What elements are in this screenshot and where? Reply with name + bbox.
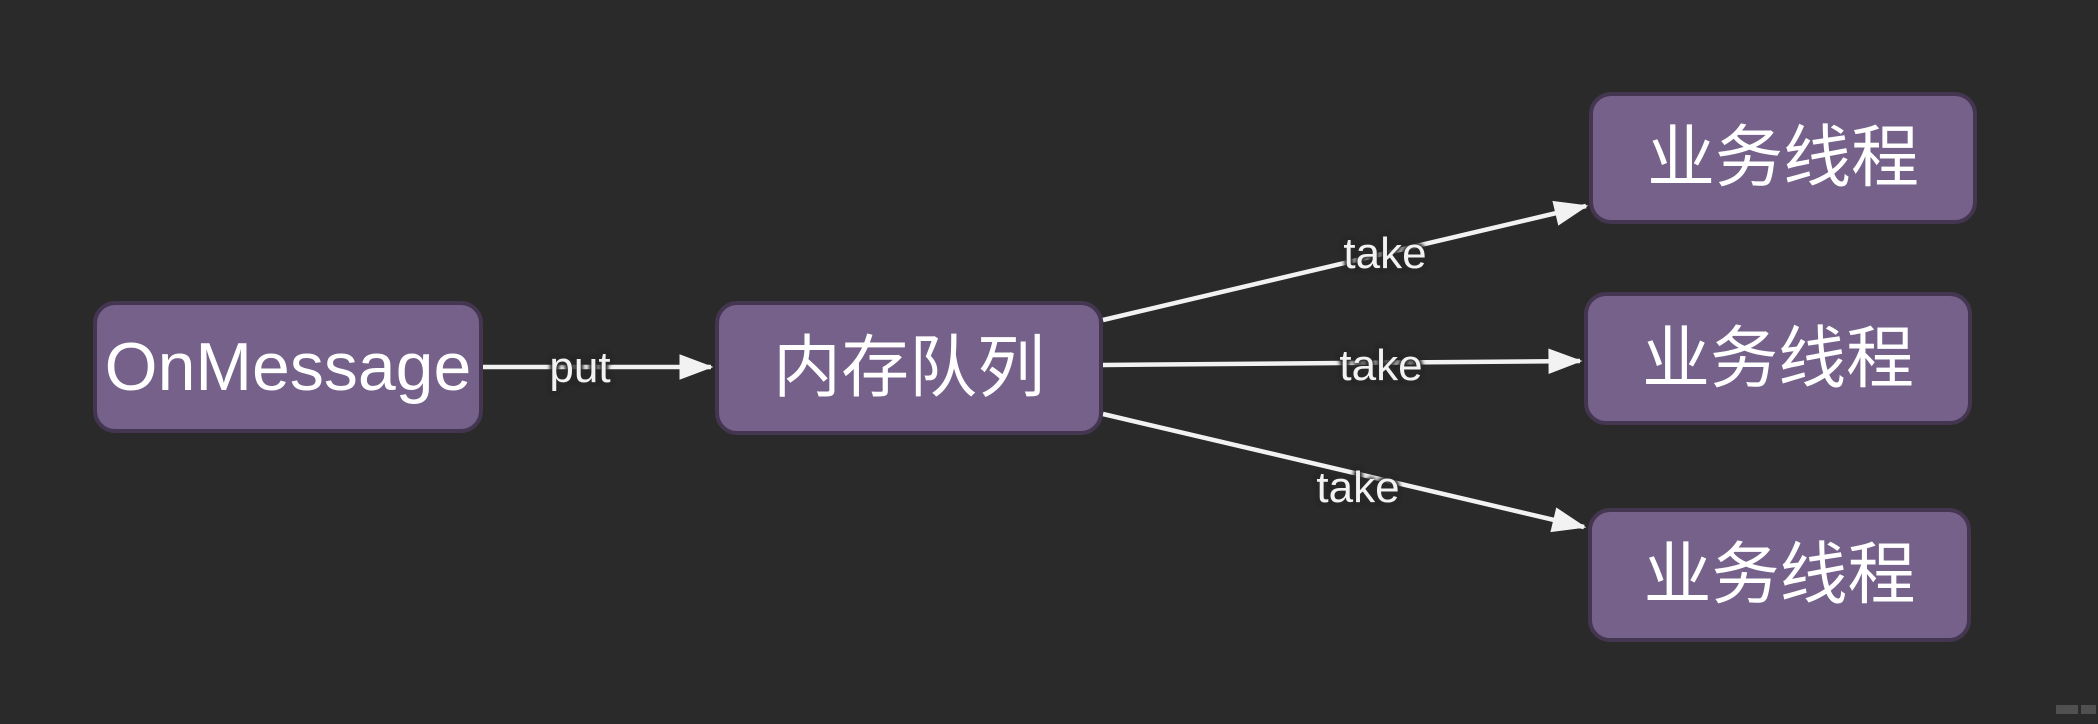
- node-worker-thread-3-label: 业务线程: [1643, 537, 1916, 613]
- edge-take-arrow-top[interactable]: [1102, 200, 1589, 323]
- node-worker-thread-1-label: 业务线程: [1646, 120, 1919, 196]
- node-worker-thread-2[interactable]: 业务线程: [1584, 292, 1972, 425]
- watermark: [2056, 705, 2096, 714]
- edge-label-take-top[interactable]: take: [1343, 228, 1427, 278]
- node-worker-thread-1[interactable]: 业务线程: [1589, 92, 1977, 224]
- edge-label-put[interactable]: put: [549, 342, 611, 392]
- node-onmessage[interactable]: OnMessage: [93, 301, 483, 433]
- node-memory-queue[interactable]: 内存队列: [715, 301, 1103, 435]
- edge-label-take-middle[interactable]: take: [1339, 340, 1423, 390]
- node-memory-queue-label: 内存队列: [772, 330, 1045, 406]
- edge-take-arrow-middle[interactable]: [1102, 348, 1583, 374]
- edge-label-take-bottom[interactable]: take: [1316, 462, 1400, 512]
- node-worker-thread-3[interactable]: 业务线程: [1588, 508, 1971, 642]
- node-onmessage-label: OnMessage: [104, 329, 472, 405]
- edge-take-arrow-bottom[interactable]: [1102, 411, 1587, 533]
- node-worker-thread-2-label: 业务线程: [1641, 320, 1914, 397]
